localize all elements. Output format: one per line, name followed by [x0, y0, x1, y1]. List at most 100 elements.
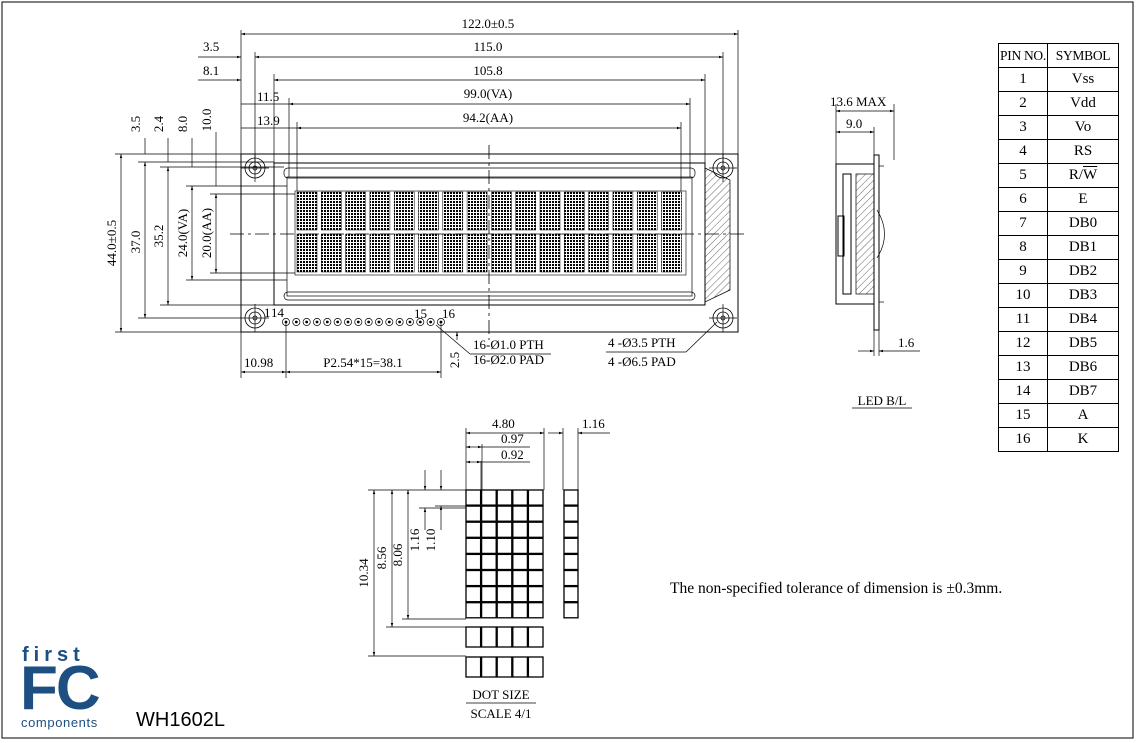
- dot-cell: [527, 537, 544, 555]
- dot-cell: [465, 537, 482, 555]
- dot-cell: [496, 521, 513, 538]
- pin-number: 2: [998, 91, 1048, 116]
- pin-number: 1: [998, 67, 1048, 92]
- cursor-cell: [563, 505, 579, 522]
- char-cell: [661, 191, 682, 231]
- cursor-cell: [563, 537, 579, 555]
- dot-cell: [512, 585, 529, 603]
- cursor-dot-cell: [480, 626, 497, 648]
- dot-cell: [465, 602, 482, 619]
- connector-pad: [364, 318, 373, 326]
- dim-dot-pitch-v: 1.16: [407, 528, 422, 551]
- dim-char-height: 10.34: [356, 558, 371, 588]
- char-cell: [418, 233, 439, 273]
- connector-pad: [302, 318, 311, 326]
- char-cell: [588, 191, 609, 231]
- dim-left-13-9: 13.9: [257, 113, 280, 128]
- pin-number: 10: [998, 283, 1048, 308]
- char-cell: [661, 233, 682, 273]
- note-pad-large: 4 -Ø6.5 PAD: [608, 354, 676, 369]
- front-horizontal-dims: 122.0±0.5 115.0 3.5 105.8 8.1 99.0(VA) 1…: [198, 16, 739, 191]
- connector-hole: [294, 320, 298, 324]
- dot-cell: [527, 656, 544, 678]
- dot-cell: [465, 505, 482, 522]
- connector-pad: [333, 318, 342, 326]
- pin-symbol: Vss: [1047, 67, 1119, 92]
- pin-symbol: Vdd: [1047, 91, 1119, 116]
- pin-no-header: PIN NO.: [998, 43, 1048, 68]
- pin-symbol: E: [1047, 187, 1119, 212]
- pin-symbol: DB6: [1047, 355, 1119, 380]
- pin-label-15: 15: [414, 306, 427, 321]
- char-cell: [564, 191, 585, 231]
- dot-cell: [527, 489, 544, 506]
- dot-cell: [512, 602, 529, 619]
- dim-top-10-0: 10.0: [199, 109, 214, 132]
- dim-va-height: 24.0(VA): [175, 209, 190, 258]
- pin-table-header: PIN NO. SYMBOL: [998, 43, 1119, 68]
- symbol-header: SYMBOL: [1047, 43, 1119, 68]
- cursor-dot-cell: [527, 626, 544, 648]
- dot-cell: [465, 553, 482, 571]
- char-cell: [612, 191, 634, 231]
- pin-number: 16: [998, 427, 1048, 452]
- char-cell: [393, 233, 415, 273]
- dim-dot-width: 0.92: [501, 447, 524, 462]
- connector-pins: [282, 318, 445, 326]
- dot-cell: [512, 553, 529, 571]
- dot-cell: [480, 656, 497, 678]
- dot-cell: [480, 505, 497, 522]
- dim-va-width: 99.0(VA): [464, 86, 513, 101]
- char-cell: [369, 191, 391, 231]
- dot-cell: [496, 602, 513, 619]
- dim-left-8-1: 8.1: [203, 63, 219, 78]
- connector-pad: [344, 318, 352, 326]
- connector-pad: [406, 318, 414, 326]
- char-cell: [369, 233, 391, 273]
- pin-symbol: A: [1047, 403, 1119, 428]
- dot-cell: [512, 537, 529, 555]
- dim-max-thickness: 13.6 MAX: [830, 94, 887, 109]
- dot-cell: [480, 602, 497, 619]
- note-pth-small: 16-Ø1.0 PTH: [473, 337, 544, 352]
- char-cell: [636, 191, 658, 231]
- hole-centerline: [241, 304, 269, 332]
- note-pad-small: 16-Ø2.0 PAD: [473, 352, 544, 367]
- dim-h-8-06: 8.06: [390, 543, 405, 566]
- pin-symbol: DB2: [1047, 259, 1119, 284]
- char-cell: [296, 233, 318, 273]
- front-vertical-dims: 44.0±0.5 37.0 35.2 24.0(VA) 20.0(AA) 3.5…: [104, 109, 295, 333]
- char-cell: [321, 233, 342, 273]
- char-cell: [539, 191, 561, 231]
- connector-pad: [385, 318, 394, 326]
- cursor-cell: [563, 521, 579, 538]
- dim-aa-height: 20.0(AA): [199, 208, 214, 258]
- dim-outer-width: 122.0±0.5: [462, 16, 515, 31]
- connector-pad: [426, 318, 435, 326]
- cursor-cell: [563, 585, 579, 603]
- dot-cell: [496, 553, 513, 571]
- connector-hole: [367, 320, 371, 324]
- dim-depth-9: 9.0: [846, 116, 862, 131]
- connector-hole: [315, 320, 319, 324]
- dim-bezel-width: 105.8: [473, 63, 502, 78]
- connector-hole: [418, 320, 422, 324]
- dot-cell: [496, 489, 513, 506]
- dot-cell: [496, 537, 513, 555]
- char-cell: [491, 233, 512, 273]
- dot-cell: [527, 505, 544, 522]
- dim-h-8-56: 8.56: [374, 546, 389, 569]
- char-cell: [564, 233, 585, 273]
- dot-cell: [480, 489, 497, 506]
